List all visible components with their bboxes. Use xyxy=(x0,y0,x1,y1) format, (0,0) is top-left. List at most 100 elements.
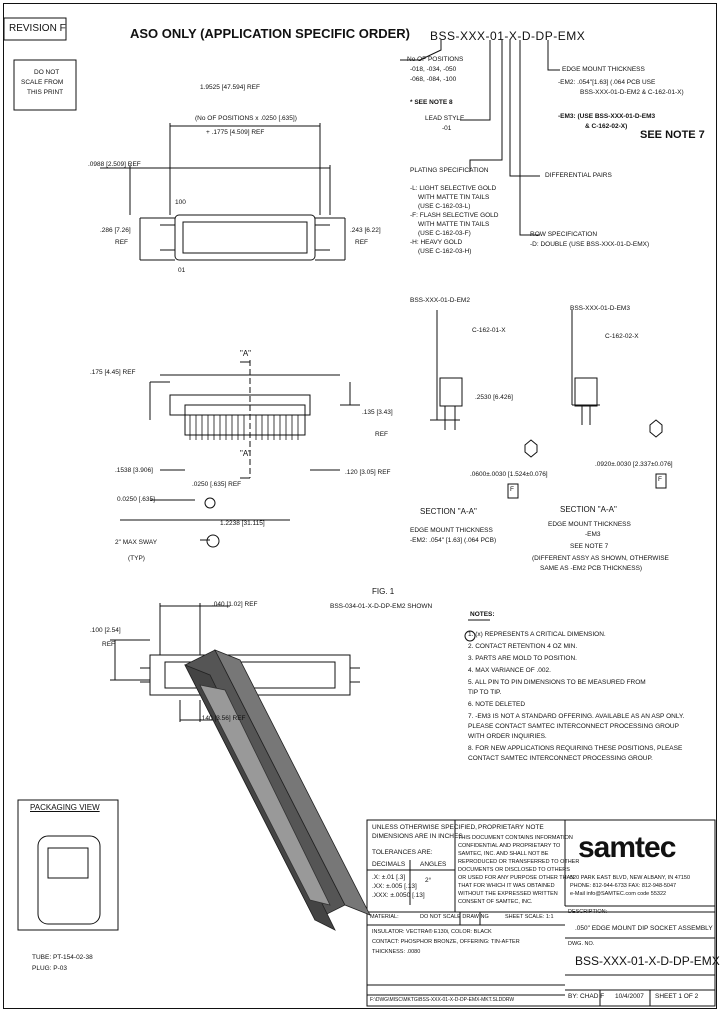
proprietary-line: OR USED FOR ANY PURPOSE OTHER THAN xyxy=(458,875,575,881)
angles-label: ANGLES xyxy=(420,861,447,868)
proprietary-line: WITHOUT THE EXPRESSED WRITTEN xyxy=(458,891,558,897)
samtec-logo: samtec xyxy=(578,831,676,864)
section-marker-bottom: "A" xyxy=(240,449,252,458)
positions-label: No OF POSITIONS xyxy=(407,56,464,63)
dim-120: .120 [3.05] REF xyxy=(345,469,391,476)
revision-label: REVISION F xyxy=(9,23,66,34)
tol-head: TOLERANCES ARE: xyxy=(372,849,433,856)
sheet-border xyxy=(3,3,717,1009)
section-right-sub: (DIFFERENT ASSY AS SHOWN, OTHERWISE xyxy=(532,555,669,562)
plating-item: (USE C-162-03-L) xyxy=(418,203,471,210)
aso-title: ASO ONLY (APPLICATION SPECIFIC ORDER) xyxy=(130,26,411,41)
date-value: 10/4/2007 xyxy=(615,993,644,1000)
packaging-frame xyxy=(17,799,119,931)
dim-0250: .0250 [.635] REF xyxy=(192,481,242,488)
see-note-8: * SEE NOTE 8 xyxy=(410,99,453,106)
fig-title: FIG. 1 xyxy=(372,587,395,596)
edge-mount-label: EDGE MOUNT THICKNESS xyxy=(562,66,645,73)
proprietary-line: SAMTEC, INC. AND SHALL NOT BE xyxy=(458,851,549,857)
edge-mount-item: & C-162-02-X) xyxy=(585,123,628,130)
plating-item: -F: FLASH SELECTIVE GOLD xyxy=(410,212,499,219)
dim-height-left-ref: REF xyxy=(115,239,128,246)
note-item: TIP TO TIP. xyxy=(468,689,502,696)
section-right-part: BSS-XXX-01-D-EM3 xyxy=(570,305,630,312)
sheet-scale: SHEET SCALE: 1:1 xyxy=(505,914,554,920)
section-right-body xyxy=(574,377,598,407)
dim-1538: .1538 [3.906] xyxy=(115,467,153,474)
dim-100-ref: REF xyxy=(102,641,115,648)
proprietary-line: DOCUMENTS OR DISCLOSED TO OTHERS xyxy=(458,867,570,873)
section-left-clip: C-162-01-X xyxy=(472,327,506,334)
note-item: 4. MAX VARIANCE OF .002. xyxy=(468,667,551,674)
section-left-body xyxy=(439,377,463,407)
section-right-sub: SAME AS -EM2 PCB THICKNESS) xyxy=(540,565,643,572)
typ-label: (TYP) xyxy=(128,555,145,562)
packaging-tube xyxy=(37,835,101,925)
note-item: CONTACT SAMTEC INTERCONNECT PROCESSING G… xyxy=(468,755,653,762)
dwg-label: DWG. NO. xyxy=(568,941,595,947)
section-right-dim: .0920±.0030 [2.337±0.076] xyxy=(595,461,673,468)
do-not-scale-drawing: DO NOT SCALE DRAWING xyxy=(420,914,489,920)
section-left-sub: EDGE MOUNT THICKNESS xyxy=(410,527,493,534)
dim-135-ref: REF xyxy=(375,431,388,438)
section-left-sub: -EM2: .054" [1.63] (.064 PCB) xyxy=(410,537,497,544)
material-line: INSULATOR: VECTRA® E130i, COLOR: BLACK xyxy=(372,929,492,935)
proprietary-line: CONFIDENTIAL AND PROPRIETARY TO xyxy=(458,843,561,849)
section-right-sub: SEE NOTE 7 xyxy=(570,543,609,550)
edge-mount-item: BSS-XXX-01-D-EM2 & C-162-01-X) xyxy=(580,89,684,96)
tol-head: UNLESS OTHERWISE SPECIFIED, xyxy=(372,824,477,831)
section-right-sub: -EM3 xyxy=(585,531,601,538)
proprietary-line: CONSENT OF SAMTEC, INC. xyxy=(458,899,533,905)
plating-item: (USE C-162-03-H) xyxy=(418,248,472,255)
tol-head: DIMENSIONS ARE IN INCHES xyxy=(372,833,463,840)
note-item: 2. CONTACT RETENTION 4 OZ MIN. xyxy=(468,643,578,650)
flag-f-right: F xyxy=(658,476,662,483)
isometric-connector xyxy=(184,649,371,931)
by-value: CHAD F xyxy=(580,993,605,1000)
note-item: 5. ALL PIN TO PIN DIMENSIONS TO BE MEASU… xyxy=(468,679,646,686)
tol-value: .XXX: ±.0050 [.13] xyxy=(372,892,425,899)
material-label: MATERIAL: xyxy=(370,914,399,920)
pin-01-label: 01 xyxy=(178,267,186,274)
proprietary-line: REPRODUCED OR TRANSFERRED TO OTHER xyxy=(458,859,580,865)
see-note-7: SEE NOTE 7 xyxy=(640,129,705,141)
row-spec-value: -D: DOUBLE (USE BSS-XXX-01-D-EMX) xyxy=(530,241,650,248)
flag-f-left: F xyxy=(510,486,514,493)
packaging-tube-label: TUBE: PT-154-02-38 xyxy=(32,954,93,961)
footer-path: F:\DWG\MISC\MKTG\BSS-XXX-01-X-D-DP-EMX-M… xyxy=(370,997,515,1003)
angle-value: 2° xyxy=(425,877,432,884)
proprietary-line: THAT FOR WHICH IT WAS OBTAINED xyxy=(458,883,555,889)
material-line: CONTACT: PHOSPHOR BRONZE, OFFERING: TIN-… xyxy=(372,939,520,945)
diff-pairs-label: DIFFERENTIAL PAIRS xyxy=(545,172,612,179)
section-left-dim2: .0600±.0030 [1.524±0.076] xyxy=(470,471,548,478)
row-spec-label: ROW SPECIFICATION xyxy=(530,231,598,238)
plating-item: WITH MATTE TIN TAILS xyxy=(418,221,490,228)
dwg-number: BSS-XXX-01-X-D-DP-EMX xyxy=(575,954,720,968)
section-right-sub: EDGE MOUNT THICKNESS xyxy=(548,521,631,528)
dim-positions-2: + .1775 [4.509] REF xyxy=(206,129,265,136)
part-code: BSS-XXX-01-X-D-DP-EMX xyxy=(430,29,586,43)
section-right-title: SECTION "A-A" xyxy=(560,505,617,514)
note-item: 1. (x) REPRESENTS A CRITICAL DIMENSION. xyxy=(468,631,606,638)
plating-item: (USE C-162-03-F) xyxy=(418,230,471,237)
lead-style-label: LEAD STYLE xyxy=(425,115,465,122)
edge-mount-item: -EM3: (USE BSS-XXX-01-D-EM3 xyxy=(558,113,656,120)
dim-0250b: 0.0250 [.635] xyxy=(117,496,155,503)
note-item: 7. -EM3 IS NOT A STANDARD OFFERING. AVAI… xyxy=(468,713,685,720)
revision-box xyxy=(3,17,67,41)
decimal-label: DECIMALS xyxy=(372,861,406,868)
note-item: PLEASE CONTACT SAMTEC INTERCONNECT PROCE… xyxy=(468,723,679,730)
dim-1223: 1.2238 [31.115] xyxy=(220,520,265,527)
do-not-scale-line2: SCALE FROM xyxy=(21,79,64,86)
section-left-part: BSS-XXX-01-D-EM2 xyxy=(410,297,470,304)
dim-140: .140 [3.56] REF xyxy=(200,715,246,722)
dim-left: .0988 [2.509] REF xyxy=(88,161,141,168)
description-label: DESCRIPTION: xyxy=(568,909,608,915)
plating-item: WITH MATTE TIN TAILS xyxy=(418,194,490,201)
packaging-plug-label: PLUG: P-03 xyxy=(32,965,68,972)
notes-title: NOTES: xyxy=(470,611,495,618)
dim-height-right-ref: REF xyxy=(355,239,368,246)
plating-item: -H: HEAVY GOLD xyxy=(410,239,463,246)
proprietary-head: PROPRIETARY NOTE xyxy=(478,824,544,831)
address-line: 520 PARK EAST BLVD, NEW ALBANY, IN 47150 xyxy=(570,875,691,881)
